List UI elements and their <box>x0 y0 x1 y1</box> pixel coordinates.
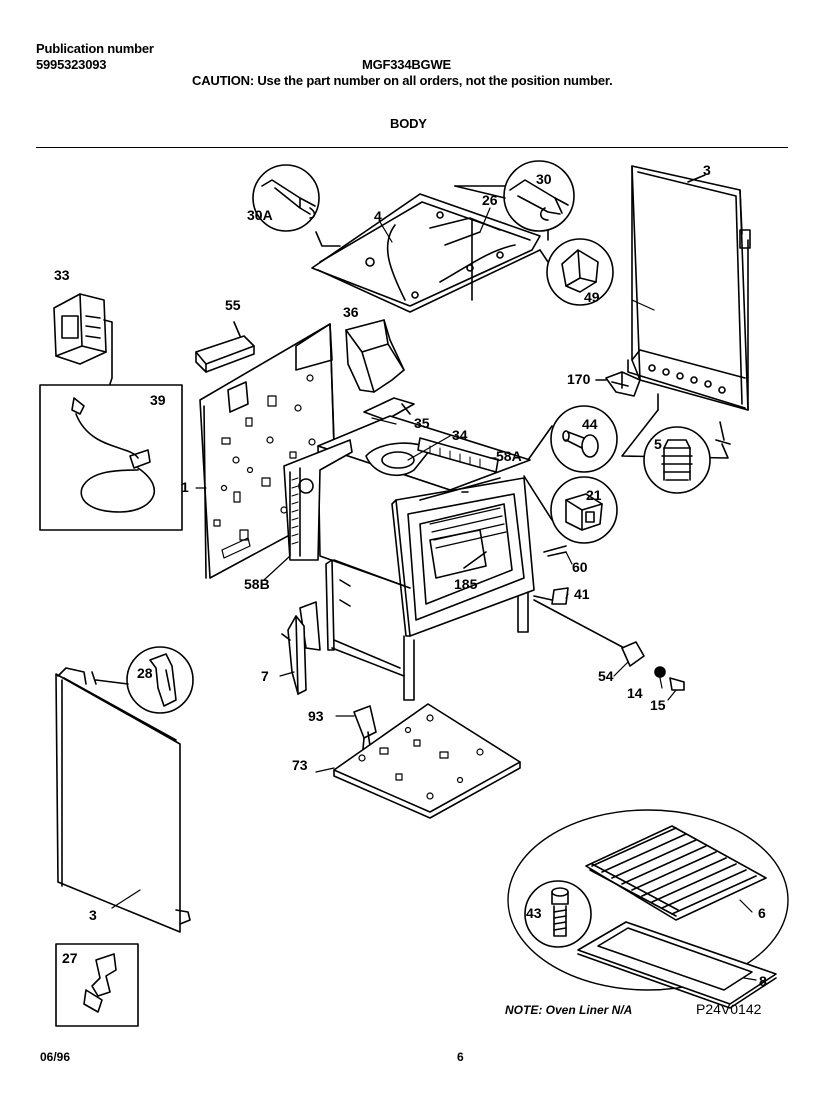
part-side-panel-right <box>627 165 751 445</box>
detail-circle-5 <box>621 409 729 494</box>
callout-7: 7 <box>261 668 269 684</box>
header-divider <box>36 147 788 148</box>
callout-1: 1 <box>181 479 189 495</box>
callout-43: 43 <box>526 905 542 921</box>
callout-44: 44 <box>582 416 598 432</box>
part-oven-cavity <box>283 415 685 701</box>
callout-73: 73 <box>292 757 308 773</box>
detail-circle-21 <box>550 476 618 544</box>
callout-58a: 58A <box>496 448 522 464</box>
callout-33: 33 <box>54 267 70 283</box>
callout-28: 28 <box>137 665 153 681</box>
section-title: BODY <box>390 116 427 131</box>
callout-5: 5 <box>654 436 662 452</box>
callout-35: 35 <box>414 415 430 431</box>
oven-liner-note: NOTE: Oven Liner N/A <box>505 1003 633 1017</box>
diagram-code: P24V0142 <box>696 1001 762 1017</box>
part-terminal-block-33 <box>53 293 113 385</box>
callout-27: 27 <box>62 950 78 966</box>
callout-36: 36 <box>343 304 359 320</box>
callout-55: 55 <box>225 297 241 313</box>
part-55 <box>195 321 255 373</box>
part-bracket-36 <box>345 319 405 393</box>
detail-box-27 <box>55 943 139 1027</box>
detail-box-39 <box>39 384 183 531</box>
publication-number: 5995323093 <box>36 57 107 72</box>
callout-3-bottom: 3 <box>89 907 97 923</box>
callout-170: 170 <box>567 371 591 387</box>
detail-circle-49 <box>539 238 614 306</box>
part-bracket-7 <box>281 615 307 695</box>
callout-6: 6 <box>758 905 766 921</box>
detail-circle-30 <box>454 160 575 232</box>
part-oven-liner-8 <box>577 921 777 1009</box>
callout-4: 4 <box>374 208 382 224</box>
callout-8: 8 <box>759 973 767 989</box>
detail-circle-44 <box>550 405 618 473</box>
callout-39: 39 <box>150 392 166 408</box>
model-number: MGF334BGWE <box>362 57 452 72</box>
part-side-panel-left <box>55 667 191 933</box>
detail-circle-30a <box>252 164 341 247</box>
leader-185 <box>463 551 487 569</box>
callout-14: 14 <box>627 685 643 701</box>
callout-26: 26 <box>482 192 498 208</box>
callout-54: 54 <box>598 668 614 684</box>
callout-21: 21 <box>586 487 602 503</box>
callout-41: 41 <box>574 586 590 602</box>
part-bracket-170 <box>595 371 641 397</box>
callout-34: 34 <box>452 427 468 443</box>
caution-text: CAUTION: Use the part number on all orde… <box>192 73 613 88</box>
footer-date: 06/96 <box>40 1050 71 1064</box>
callout-15: 15 <box>650 697 666 713</box>
callout-185: 185 <box>454 576 478 592</box>
footer-page-number: 6 <box>457 1050 464 1064</box>
part-oven-rack-6 <box>585 825 767 921</box>
callout-60: 60 <box>572 559 588 575</box>
part-bottom-panel-73 <box>333 703 521 819</box>
callout-93: 93 <box>308 708 324 724</box>
callout-49: 49 <box>584 289 600 305</box>
detail-circle-28 <box>95 646 194 714</box>
callout-58b: 58B <box>244 576 270 592</box>
part-burner-box <box>311 185 549 313</box>
callout-3-top: 3 <box>703 162 711 178</box>
callout-30a: 30A <box>247 207 273 223</box>
callout-30: 30 <box>536 171 552 187</box>
detail-circle-43 <box>524 880 592 948</box>
publication-label: Publication number <box>36 41 154 56</box>
